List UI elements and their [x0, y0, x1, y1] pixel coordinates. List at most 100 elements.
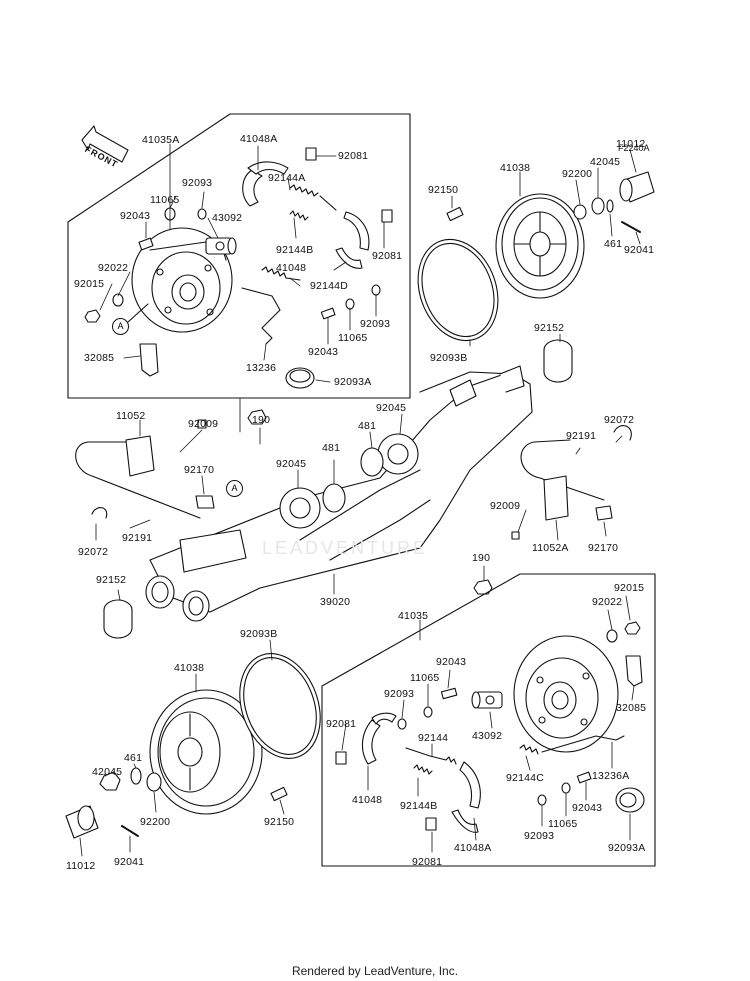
label-41048A-bottom: 41048A: [454, 842, 492, 854]
clip-92081-top1: [305, 147, 317, 161]
label-42045-bottom: 42045: [92, 766, 123, 778]
top-left-assembly-frame: [67, 113, 411, 399]
label-11012-top: 11012: [616, 138, 646, 150]
label-92144B-top: 92144B: [276, 244, 314, 256]
label-461-top: 461: [604, 238, 623, 250]
nut-92022-top: [112, 293, 124, 307]
label-481-lower: 481: [322, 442, 341, 454]
lever-13236: [241, 287, 281, 345]
nut-92015-bottom: [624, 621, 641, 635]
label-92093B-bottom: 92093B: [240, 628, 278, 640]
label-43092-bottom: 43092: [472, 730, 503, 742]
label-92150-top: 92150: [428, 184, 459, 196]
label-92043-bottom2: 92043: [572, 802, 603, 814]
washer-92093-bottom2: [537, 794, 547, 806]
bolt-92009-left: [197, 419, 207, 429]
front-arrow-icon: [81, 125, 129, 163]
label-92045-upper: 92045: [376, 402, 407, 414]
label-39020: 39020: [320, 596, 351, 608]
clip-32085-bottom: [625, 655, 643, 687]
label-461-bottom: 461: [124, 752, 143, 764]
washer-92200-bottom: [146, 772, 162, 792]
bushing-92152-left: [103, 599, 133, 639]
bottom-right-assembly-frame: [321, 573, 656, 867]
circlip-481-lower: [322, 483, 346, 513]
label-92152-left: 92152: [96, 574, 127, 586]
brake-shoe-41048-bottom: [361, 712, 397, 765]
label-92009-right: 92009: [490, 500, 521, 512]
label-13236A: 13236A: [592, 770, 630, 782]
nut-42045-bottom: [99, 771, 121, 791]
seal-92093A-top: [285, 367, 315, 389]
label-481-upper: 481: [358, 420, 377, 432]
washer-11065-bottom1: [423, 706, 433, 718]
label-92170-left: 92170: [184, 464, 215, 476]
label-92015-top: 92015: [74, 278, 105, 290]
clip-92072-right: [613, 425, 632, 441]
pin-92041-top: [621, 221, 641, 233]
label-41048-top: 41048: [276, 262, 307, 274]
label-41048-bottom: 41048: [352, 794, 383, 806]
lever-13236A: [541, 735, 625, 753]
label-43092-top: 43092: [212, 212, 243, 224]
cable-92191-left: [75, 441, 201, 519]
label-11065-top1: 11065: [150, 194, 180, 206]
label-92081-bottom2: 92081: [412, 856, 443, 868]
label-11052: 11052: [116, 410, 146, 422]
label-32085-top: 32085: [84, 352, 115, 364]
bolt-92150-top: [446, 206, 464, 222]
label-92144: 92144: [418, 732, 449, 744]
cable-92191-right: [520, 439, 605, 501]
circlip-481-upper: [360, 447, 384, 477]
label-11065-top2: 11065: [338, 332, 368, 344]
o-ring-92093B-top: [417, 238, 499, 342]
figure-code: F2240A: [618, 143, 650, 153]
label-92081-bottom1: 92081: [326, 718, 357, 730]
label-11065-bottom2: 11065: [548, 818, 578, 830]
washer-461-top: [606, 199, 614, 213]
washer-11065-bottom2: [561, 782, 571, 794]
label-92045-lower: 92045: [276, 458, 307, 470]
washer-11065-top2: [345, 298, 355, 310]
bearing-92045-upper: [377, 433, 419, 475]
clip-32085-top: [139, 343, 159, 377]
seal-92093A-bottom: [615, 787, 645, 813]
brake-panel-bottom: [513, 635, 619, 753]
label-92093A-bottom: 92093A: [608, 842, 646, 854]
label-92150-bottom: 92150: [264, 816, 295, 828]
label-41035A: 41035A: [142, 134, 180, 146]
label-92144B-bottom: 92144B: [400, 800, 438, 812]
brake-drum-bottom: [149, 689, 263, 815]
label-92009-left: 92009: [188, 418, 219, 430]
label-41038-bottom: 41038: [174, 662, 205, 674]
spring-92144B-bottom: [413, 764, 433, 775]
label-92144A: 92144A: [268, 172, 306, 184]
label-92043-bottom1: 92043: [436, 656, 467, 668]
label-13236: 13236: [246, 362, 277, 374]
cable-end-92170-right: [595, 505, 613, 521]
brake-shoe-41048A-top: [242, 161, 289, 207]
o-ring-92093B-bottom: [239, 653, 321, 759]
pin-92041-bottom: [121, 825, 139, 837]
bolt-92150-bottom: [270, 786, 288, 802]
clip-92072-left: [91, 507, 108, 519]
label-92152-top: 92152: [534, 322, 565, 334]
label-92043-top1: 92043: [120, 210, 151, 222]
spring-92144A: [289, 184, 337, 211]
bracket-11052: [125, 435, 155, 477]
pin-92043-bottom1: [440, 687, 458, 700]
brake-shoe-41048-top: [335, 211, 370, 269]
label-11012-bottom: 11012: [66, 860, 96, 872]
nut-92022-bottom: [606, 629, 618, 643]
label-92072-left: 92072: [78, 546, 109, 558]
label-92093B-top: 92093B: [430, 352, 468, 364]
spring-92144: [405, 747, 457, 765]
pin-92043-top2: [320, 307, 336, 320]
washer-92093-bottom1: [397, 718, 407, 730]
label-92191-right: 92191: [566, 430, 597, 442]
label-92022-top: 92022: [98, 262, 129, 274]
cap-11012-bottom: [65, 805, 99, 839]
label-41035: 41035: [398, 610, 429, 622]
label-190-top: 190: [252, 414, 271, 426]
